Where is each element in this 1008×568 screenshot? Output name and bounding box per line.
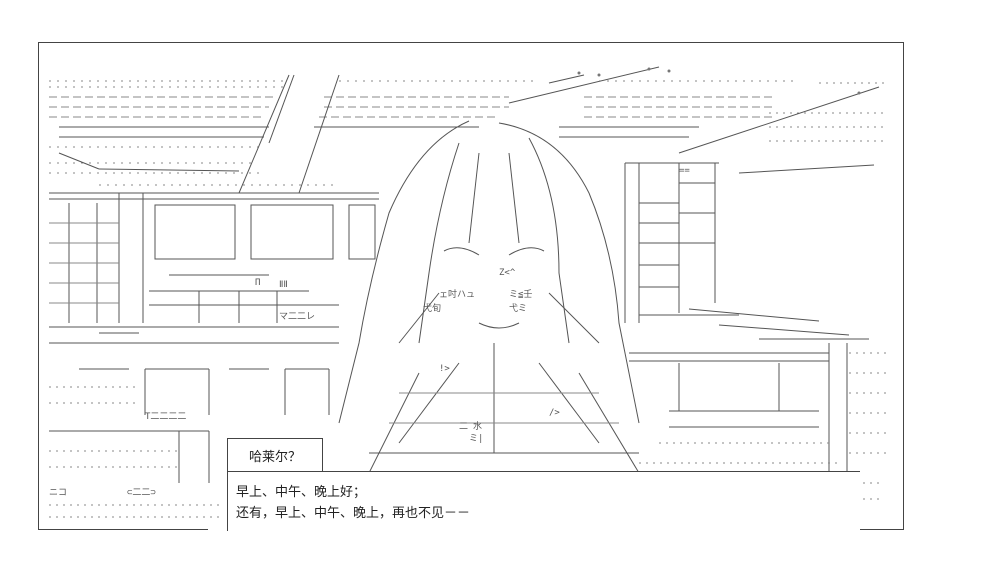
svg-text:⊂二二⊃: ⊂二二⊃ (127, 488, 156, 498)
left-building (49, 192, 379, 518)
svg-text:ミ|: ミ| (469, 434, 483, 444)
speaker-name: 哈莱尔？ (248, 449, 301, 465)
svg-text:マ二二レ: マ二二レ (279, 312, 315, 322)
dialogue-box: 早上、中午、晚上好； 还有，早上、中午、晚上，再也不见－－ (227, 471, 860, 531)
girl-figure (338, 120, 640, 474)
svg-text:Π: Π (255, 278, 260, 288)
ascii-art-scene: Π ⅡⅡ マ二二レ 弋旬 弋ミ ミ≦壬 水 二 ⊂二二⊃ T二二二二 ニコ Z<… (49, 66, 889, 518)
svg-text:T二二二二: T二二二二 (145, 412, 186, 422)
svg-text:ⅡⅡ: ⅡⅡ (279, 280, 288, 290)
svg-text:水: 水 (473, 420, 482, 432)
svg-text:二: 二 (459, 422, 468, 432)
svg-text:ミ≦壬: ミ≦壬 (509, 289, 532, 300)
dialogue-line-1: 早上、中午、晚上好； (236, 485, 367, 500)
svg-text:ェ吋ハュ: ェ吋ハュ (439, 289, 475, 300)
dialogue-line-2: 还有，早上、中午、晚上，再也不见－－ (236, 506, 471, 521)
svg-text:弋旬: 弋旬 (423, 302, 441, 314)
frame-bottom-edge-left (38, 529, 208, 530)
art-frame: Π ⅡⅡ マ二二レ 弋旬 弋ミ ミ≦壬 水 二 ⊂二二⊃ T二二二二 ニコ Z<… (38, 42, 904, 530)
svg-text:==: == (679, 166, 690, 176)
right-building (624, 162, 889, 500)
art-glyphs: Π ⅡⅡ マ二二レ 弋旬 弋ミ ミ≦壬 水 二 ⊂二二⊃ T二二二二 ニコ Z<… (49, 166, 690, 498)
svg-text:ニコ: ニコ (49, 488, 67, 498)
dotted-background (49, 80, 884, 186)
svg-text:/>: /> (549, 408, 560, 418)
svg-text:Z<^: Z<^ (499, 268, 516, 278)
svg-text:弋ミ: 弋ミ (509, 302, 527, 314)
roof-lines (58, 66, 880, 194)
svg-text:!>: !> (439, 364, 450, 374)
speaker-name-tab: 哈莱尔？ (227, 438, 323, 472)
